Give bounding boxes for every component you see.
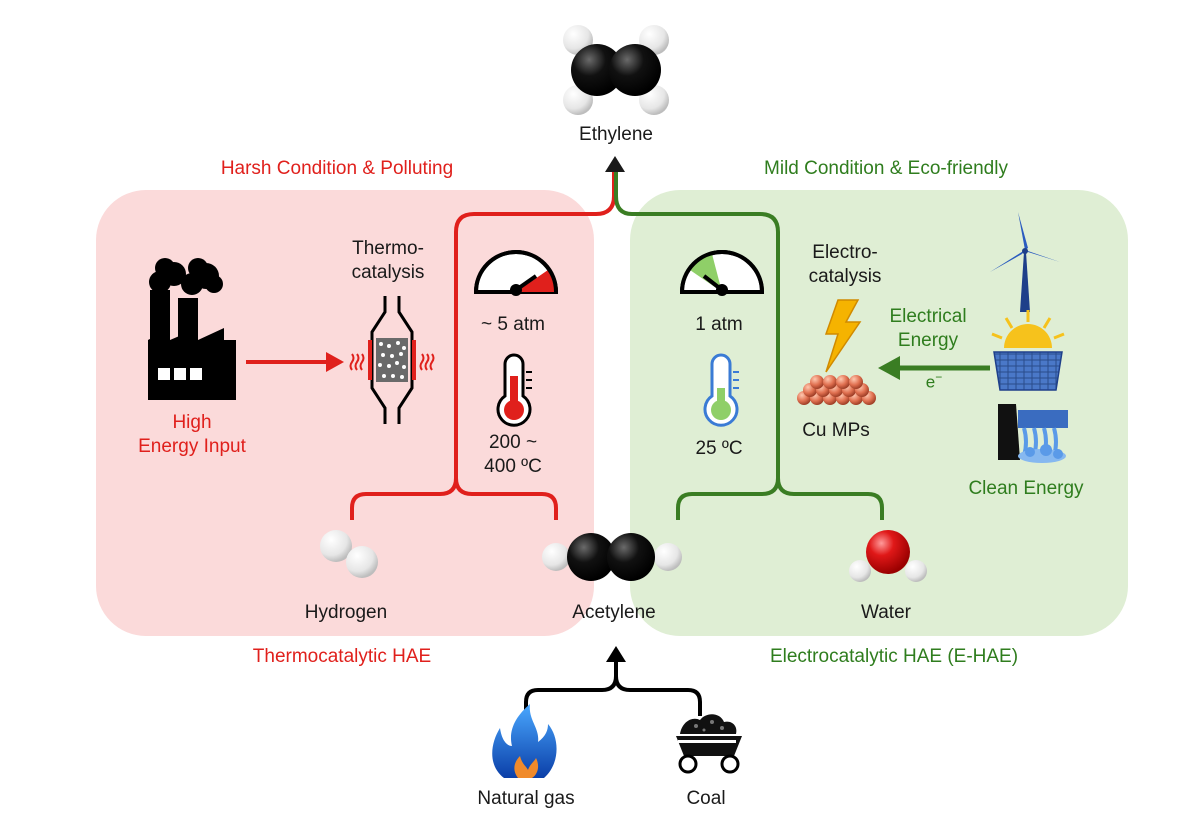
thermo-catalysis-label-1: Thermo- — [352, 238, 424, 259]
electro-panel — [630, 190, 1128, 636]
energy-input-label-2: Energy Input — [138, 436, 246, 457]
electron-symbol: e — [925, 372, 936, 392]
thermometer-icon — [703, 353, 739, 427]
electro-catalysis-label-2: catalysis — [808, 266, 882, 287]
product-label: Ethylene — [579, 124, 653, 145]
water-molecule-icon — [849, 530, 927, 582]
electro-temperature-label: 25 ºC — [695, 438, 743, 459]
electrical-energy-arrow — [878, 356, 990, 380]
electro-pathway — [614, 172, 884, 520]
hydropower-icon — [998, 404, 1068, 463]
electro-pressure-label: 1 atm — [695, 314, 743, 335]
product-arrowhead — [605, 156, 625, 172]
copper-particles-icon — [797, 375, 876, 405]
electrical-energy-label-1: Electrical — [889, 306, 967, 327]
thermometer-icon — [496, 353, 532, 427]
factory-icon — [148, 258, 236, 400]
thermal-footer: Thermocatalytic HAE — [252, 646, 432, 667]
water-label: Water — [861, 602, 911, 623]
pressure-gauge-icon — [679, 250, 765, 296]
thermal-pressure-label: ~ 5 atm — [481, 314, 545, 335]
coal-label: Coal — [686, 788, 726, 809]
pressure-gauge-icon — [473, 250, 559, 296]
hydrogen-molecule-icon — [320, 530, 378, 578]
catalyst-label: Cu MPs — [802, 420, 870, 441]
natural-gas-label: Natural gas — [477, 788, 575, 809]
ethylene-molecule-icon — [563, 25, 669, 115]
energy-input-arrow — [246, 352, 344, 372]
thermal-temperature-label-1: 200 ~ — [488, 432, 538, 453]
acetylene-label: Acetylene — [572, 602, 656, 623]
thermo-catalysis-label-2: catalysis — [351, 262, 425, 283]
wind-turbine-icon — [990, 212, 1060, 312]
thermal-temperature-label-2: 400 ºC — [484, 456, 542, 477]
lightning-icon — [824, 299, 862, 373]
electro-footer: Electrocatalytic HAE (E-HAE) — [769, 646, 1019, 667]
electro-catalysis-label-1: Electro- — [812, 242, 878, 263]
feedstock-arrowhead — [606, 646, 626, 662]
feedstock-bracket — [524, 660, 702, 716]
electron-charge: − — [935, 370, 943, 384]
clean-energy-label: Clean Energy — [968, 478, 1084, 499]
coal-cart-icon — [676, 714, 742, 774]
reactor-icon — [349, 296, 435, 424]
acetylene-molecule-icon — [542, 533, 682, 581]
thermal-header: Harsh Condition & Polluting — [220, 158, 454, 179]
flame-icon — [492, 704, 557, 778]
energy-input-label-1: High — [172, 412, 212, 433]
electrical-energy-label-2: Energy — [897, 330, 959, 351]
thermal-pathway — [350, 172, 616, 520]
electron-label: e− — [926, 370, 942, 393]
electro-header: Mild Condition & Eco-friendly — [764, 158, 1008, 179]
solar-panel-icon — [991, 310, 1065, 391]
hydrogen-label: Hydrogen — [304, 602, 388, 623]
thermal-panel — [96, 190, 594, 636]
